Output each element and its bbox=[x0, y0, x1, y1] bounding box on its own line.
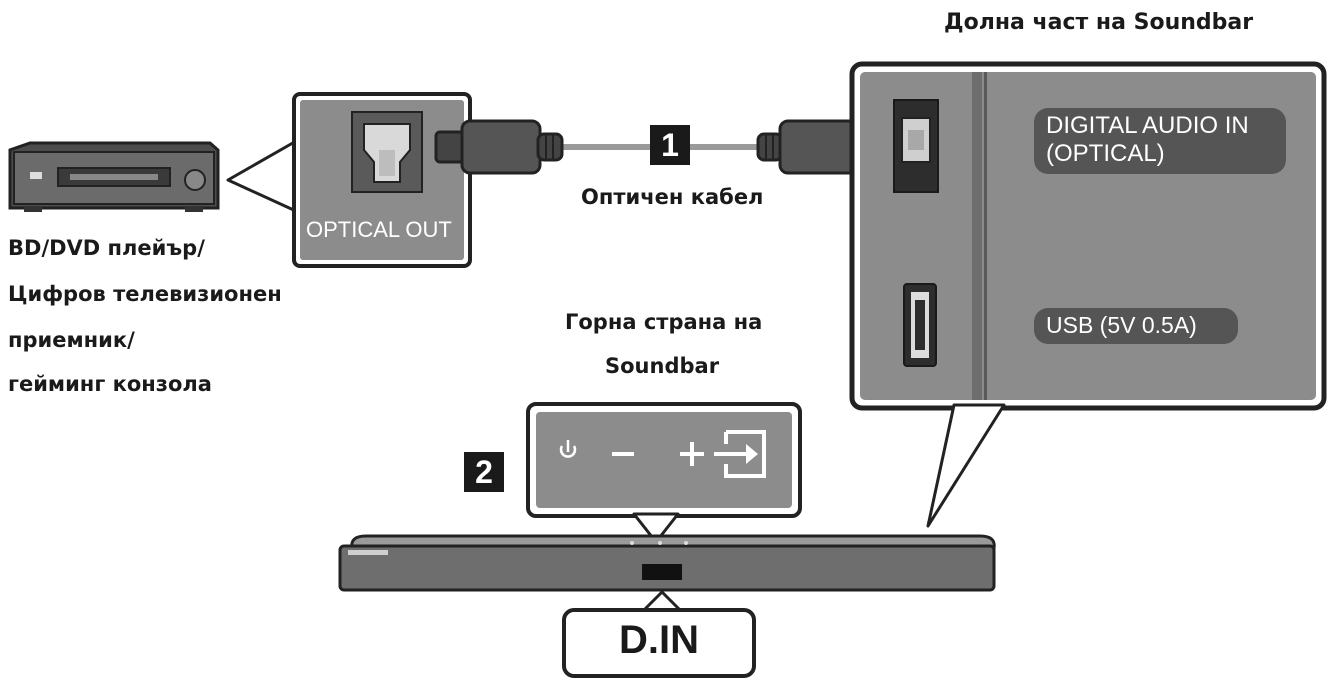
soundbar-top-panel bbox=[526, 402, 802, 518]
bottom-panel-callout-pointer bbox=[926, 403, 1006, 528]
digital-audio-in-label-line2: (OPTICAL) bbox=[1046, 140, 1165, 167]
soundbar-bottom-panel bbox=[849, 61, 1327, 411]
source-device-label-line2: Цифров телевизионен bbox=[8, 282, 282, 306]
digital-audio-in-label-line1: DIGITAL AUDIO IN bbox=[1046, 112, 1249, 139]
cable-label: Оптичен кабел bbox=[581, 185, 764, 209]
optical-out-callout-pointer bbox=[226, 138, 300, 214]
display-callout-box bbox=[562, 608, 756, 678]
input-source-icon bbox=[714, 430, 766, 478]
bd-dvd-player-illustration bbox=[8, 141, 220, 212]
step-1-badge: 1 bbox=[650, 125, 690, 165]
soundbar-top-label-line2: Soundbar bbox=[605, 354, 720, 378]
display-mode-text: D.IN bbox=[619, 618, 699, 662]
optical-out-panel bbox=[292, 92, 472, 268]
soundbar-bottom-label: Долна част на Soundbar bbox=[944, 10, 1254, 35]
soundbar-illustration bbox=[338, 534, 996, 592]
usb-port-label: USB (5V 0.5A) bbox=[1046, 312, 1197, 338]
power-icon bbox=[559, 440, 577, 458]
optical-out-port-label: OPTICAL OUT bbox=[306, 217, 452, 242]
top-panel-callout-pointer bbox=[632, 512, 680, 544]
source-device-label-line1: BD/DVD плейър/ bbox=[8, 236, 205, 260]
soundbar-top-label-line1: Горна страна на bbox=[565, 310, 763, 334]
source-device-label-line3: приемник/ bbox=[8, 328, 135, 352]
source-device-label-line4: гейминг конзола bbox=[8, 372, 212, 396]
volume-up-icon bbox=[680, 442, 704, 466]
step-2-badge: 2 bbox=[464, 452, 504, 492]
